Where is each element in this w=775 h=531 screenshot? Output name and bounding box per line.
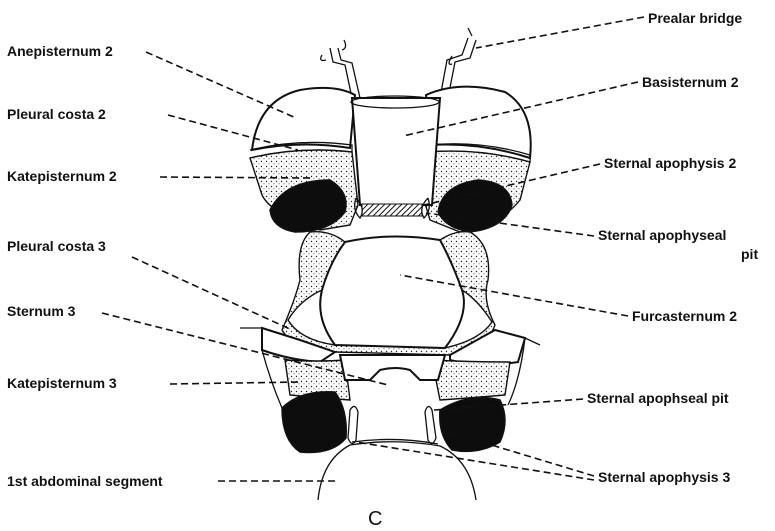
label-prealar-bridge: Prealar bridge <box>648 10 742 26</box>
label-furcasternum-2: Furcasternum 2 <box>632 308 737 324</box>
label-basisternum-2: Basisternum 2 <box>642 74 739 90</box>
sternum-3-center <box>340 355 445 380</box>
panel-label: C <box>368 508 382 530</box>
label-sternum-3: Sternum 3 <box>7 303 76 319</box>
specimen-drawing <box>240 28 540 500</box>
anepisternum-2-left <box>252 88 355 150</box>
leader-katepisternum-3 <box>170 382 302 384</box>
label-first-abdominal-segment: 1st abdominal segment <box>7 473 163 489</box>
label-sternal-apophysis-2: Sternal apophysis 2 <box>604 155 736 171</box>
leader-prealar-bridge <box>476 17 644 48</box>
katepisternum-3-right <box>432 360 510 400</box>
label-pleural-costa-3: Pleural costa 3 <box>7 238 106 254</box>
leader-sternal-apophysis-3a <box>442 430 594 476</box>
label-sternal-apophyseal-pit-line2: pit <box>741 246 758 262</box>
coxal-cavity-3-left <box>282 392 346 453</box>
label-anepisternum-2: Anepisternum 2 <box>7 43 113 59</box>
sternal-apophysis-2-bar <box>362 204 422 216</box>
sternal-apophysis-3-right <box>425 406 436 443</box>
anepisternum-2-right <box>426 87 531 158</box>
label-sternal-apophseal-pit: Sternal apophseal pit <box>587 390 729 406</box>
label-sternal-apophyseal-pit-line1: Sternal apophyseal <box>598 227 726 243</box>
label-sternal-apophysis-3: Sternal apophysis 3 <box>598 469 730 485</box>
sternal-apophysis-3-left <box>348 406 358 443</box>
basisternum-2 <box>352 98 440 205</box>
leader-pleural-costa-3 <box>132 257 292 330</box>
label-katepisternum-3: Katepisternum 3 <box>7 375 117 391</box>
label-katepisternum-2: Katepisternum 2 <box>7 168 117 184</box>
label-pleural-costa-2: Pleural costa 2 <box>7 106 106 122</box>
